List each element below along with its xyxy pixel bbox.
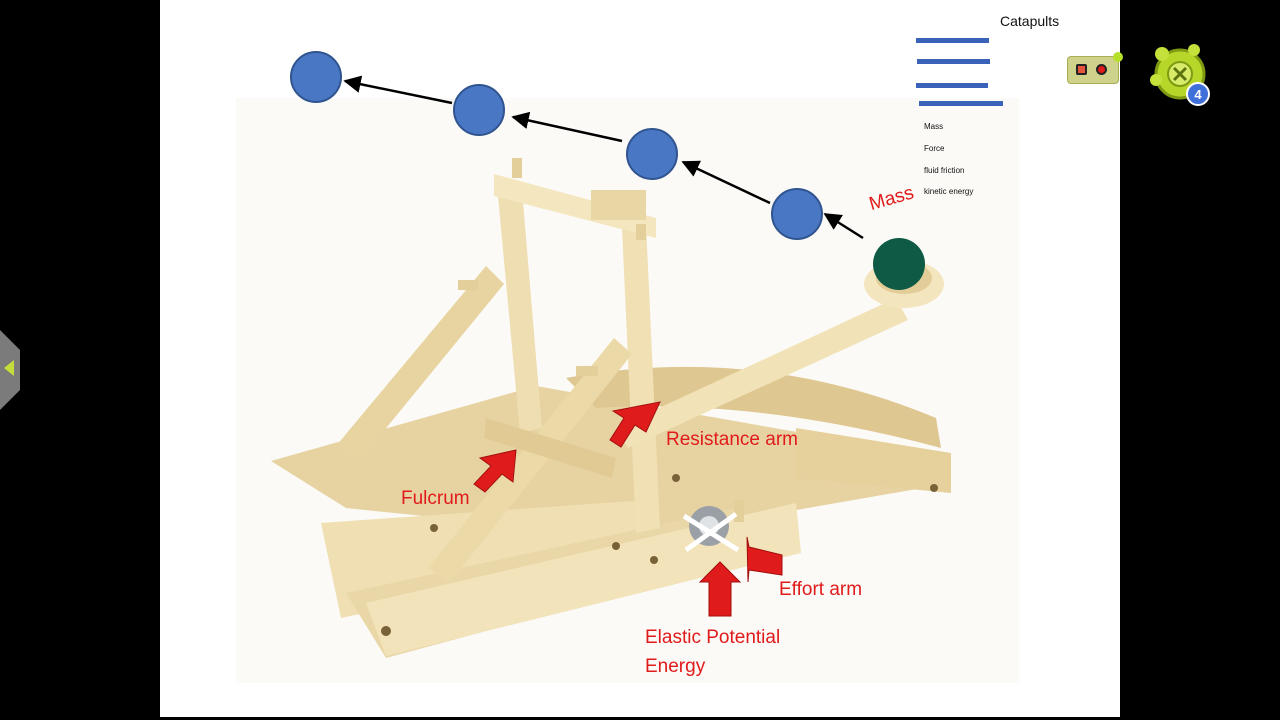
fulcrum-arrow-icon [473,449,517,493]
word-bank-item[interactable]: Force [924,144,945,153]
slide: Catapults Mass Force fluid friction kine… [160,0,1120,717]
word-bank-item[interactable]: fluid friction [924,166,965,175]
trajectory-ball [290,51,342,103]
side-panel-tab-icon[interactable] [0,330,20,410]
gear-cog-logo-icon[interactable]: 4 [1148,40,1212,110]
word-bank-blank[interactable] [916,38,989,43]
elastic-energy-label: Energy [645,656,706,677]
trajectory-arrow [511,111,623,143]
record-icon[interactable] [1096,64,1107,75]
trajectory-arrow [343,75,453,105]
drag-handle-icon[interactable] [1113,52,1123,62]
clay-ball-mass [873,238,925,290]
stop-icon[interactable] [1076,64,1087,75]
trajectory-diagram [290,51,925,617]
word-bank-blank[interactable] [917,59,990,64]
trajectory-ball [626,128,678,180]
resistance-arm-label: Resistance arm [666,429,798,450]
fulcrum-label: Fulcrum [401,488,470,509]
effort-arm-label: Effort arm [779,579,863,600]
word-bank-item[interactable]: Mass [924,122,944,131]
recording-controls [1067,52,1123,84]
elastic-arrow-icon [698,561,742,617]
elastic-potential-label: Elastic Potential [645,627,781,648]
trajectory-arrow [823,212,864,240]
word-bank-blank[interactable] [919,101,1003,106]
catapult-photo [236,98,1019,683]
slide-title: Catapults [1000,13,1060,29]
word-bank-item[interactable]: kinetic energy [924,187,974,196]
svg-text:4: 4 [1194,87,1202,102]
trajectory-ball [771,188,823,240]
effort-arm-arrow-icon [746,536,783,583]
trajectory-arrow [681,160,771,205]
resistance-arm-arrow-icon [609,401,661,448]
trajectory-ball [453,84,505,136]
word-bank-blank[interactable] [916,83,988,88]
